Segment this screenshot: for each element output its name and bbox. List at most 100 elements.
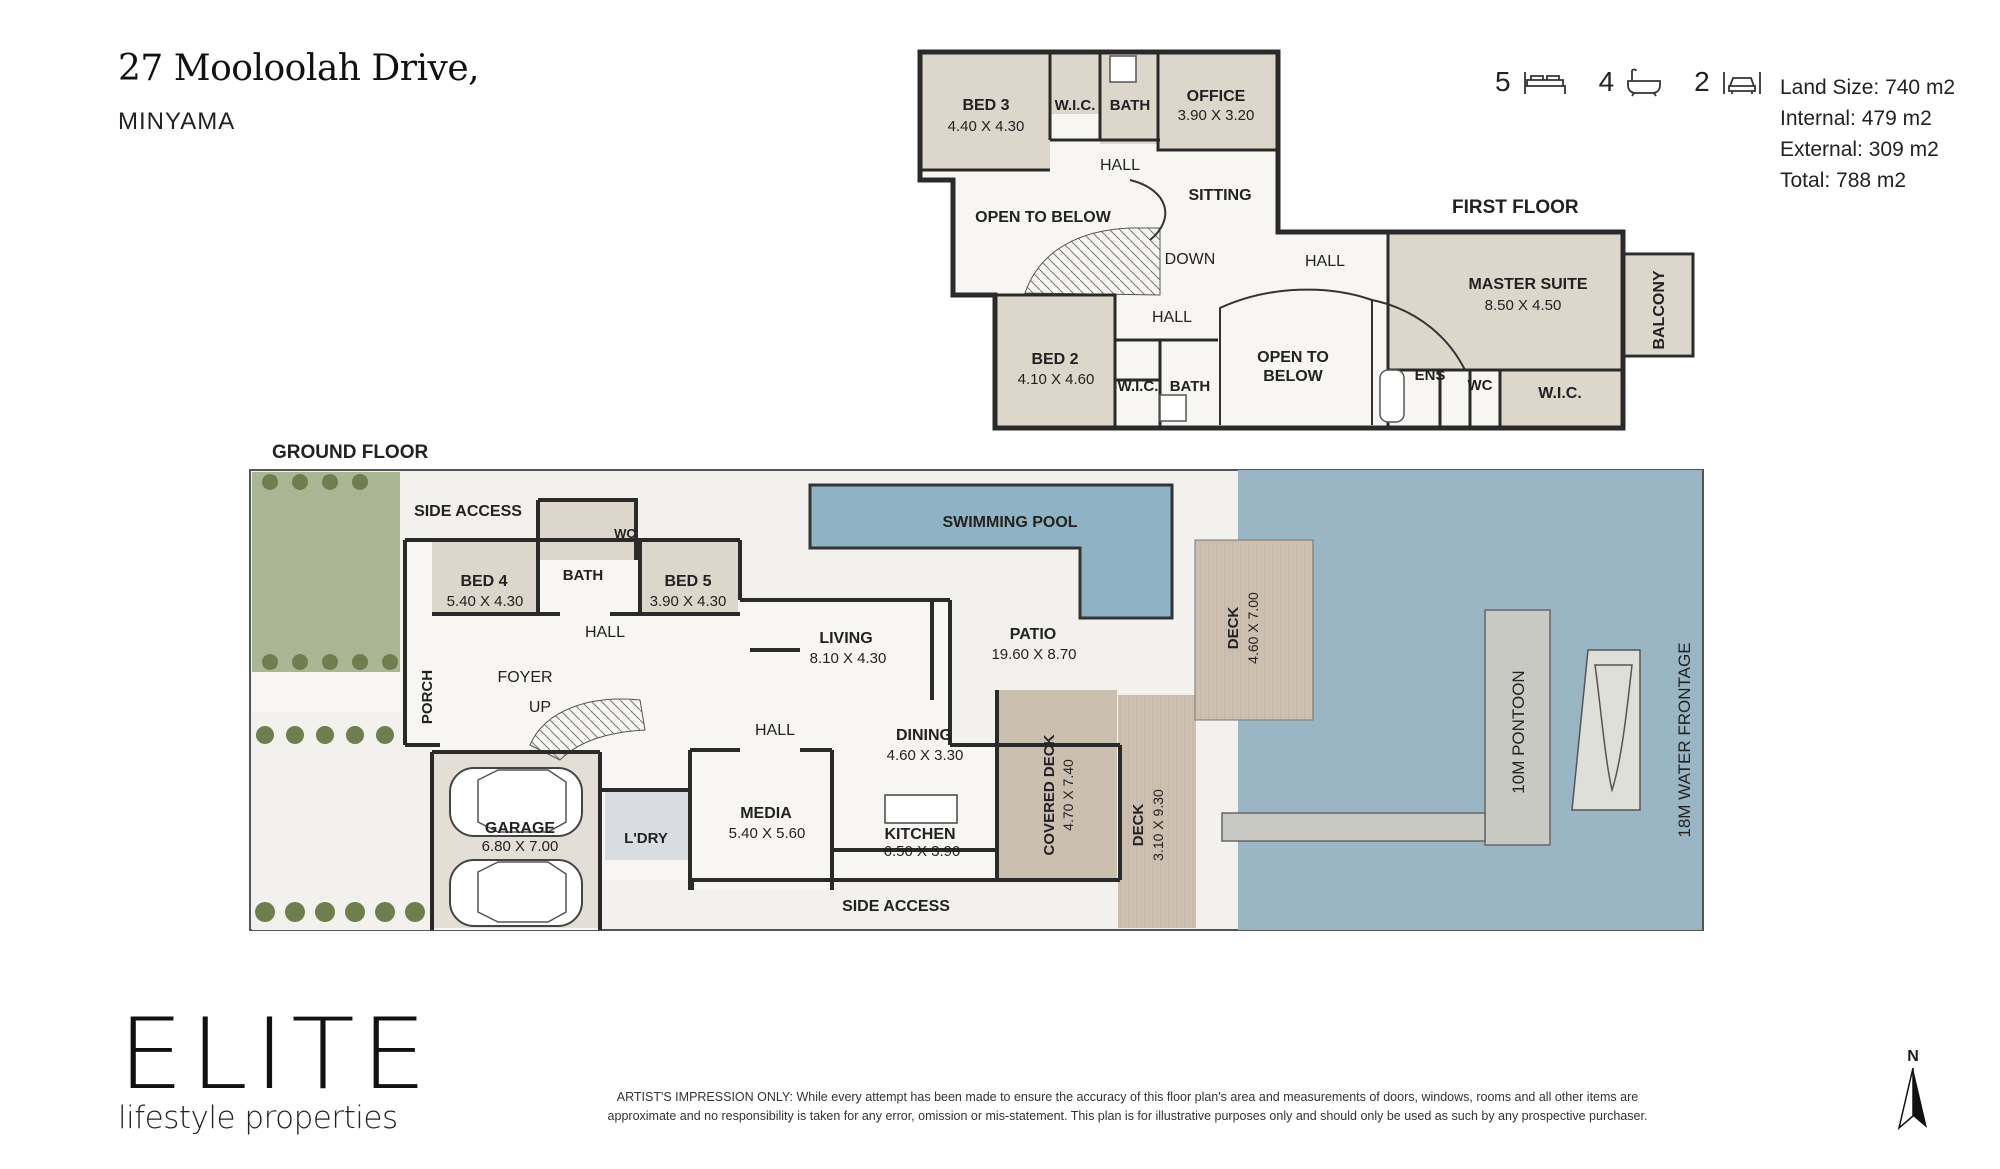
living-label: LIVING bbox=[819, 630, 872, 647]
area-summary: Land Size: 740 m2 Internal: 479 m2 Exter… bbox=[1780, 72, 1955, 196]
logo-subtitle: lifestyle properties bbox=[118, 1100, 398, 1136]
wc-ground-label: WC bbox=[614, 526, 636, 541]
dining-label: DINING bbox=[896, 727, 952, 744]
laundry-label: L'DRY bbox=[624, 830, 668, 847]
bedroom-stat: 5 bbox=[1495, 66, 1567, 98]
north-arrow-icon bbox=[1897, 1067, 1927, 1131]
garage-label: GARAGE bbox=[485, 820, 556, 837]
pontoon-label: 10M PONTOON bbox=[1509, 670, 1528, 793]
patio-dim: 19.60 X 8.70 bbox=[991, 646, 1076, 663]
wic-bottom-label: W.I.C. bbox=[1118, 378, 1159, 395]
hall-ground-label: HALL bbox=[755, 722, 795, 739]
open-to-below-label-1: OPEN TO BELOW bbox=[975, 209, 1112, 226]
sitting-label: SITTING bbox=[1188, 187, 1251, 204]
open-to-below-label-2b: BELOW bbox=[1263, 368, 1323, 385]
hall-right-label: HALL bbox=[1305, 253, 1345, 270]
bed2-label: BED 2 bbox=[1031, 351, 1078, 368]
office-room bbox=[1158, 54, 1276, 149]
lawn-area bbox=[252, 472, 400, 677]
master-suite-dim: 8.50 X 4.50 bbox=[1485, 297, 1562, 314]
media-room bbox=[692, 750, 832, 890]
first-floor-stair bbox=[1024, 227, 1161, 296]
walkway bbox=[1221, 812, 1486, 842]
up-label: UP bbox=[529, 699, 551, 716]
ens-label: ENS bbox=[1415, 367, 1446, 384]
wic-top-label: W.I.C. bbox=[1055, 97, 1096, 114]
ground-floor-title: GROUND FLOOR bbox=[272, 442, 428, 463]
foyer-label: FOYER bbox=[497, 669, 552, 686]
hall-top-label: HALL bbox=[1100, 157, 1140, 174]
pontoon bbox=[1484, 609, 1551, 846]
bed3-room bbox=[922, 54, 1050, 170]
bed5-label: BED 5 bbox=[664, 573, 711, 590]
wic-top-room bbox=[1050, 54, 1100, 114]
hall-beds-label: HALL bbox=[585, 624, 625, 641]
property-address: 27 Mooloolah Drive, bbox=[118, 48, 480, 89]
first-floor-plan: BED 3 4.40 X 4.30 W.I.C. BATH OFFICE 3.9… bbox=[917, 49, 1695, 431]
bed5-room bbox=[640, 542, 738, 614]
bath-bottom-label: BATH bbox=[1170, 378, 1211, 395]
external-area: External: 309 m2 bbox=[1780, 138, 1939, 161]
bath-icon bbox=[1627, 68, 1662, 97]
media-label: MEDIA bbox=[740, 805, 792, 822]
bed3-label: BED 3 bbox=[962, 97, 1009, 114]
swimming-pool-label: SWIMMING POOL bbox=[942, 514, 1077, 531]
bathroom-count: 4 bbox=[1598, 66, 1615, 97]
balcony-area bbox=[1623, 256, 1693, 354]
covered-deck-dim: 4.70 X 7.40 bbox=[1060, 759, 1076, 831]
dining-dim: 4.60 X 3.30 bbox=[887, 747, 964, 764]
balcony-label: BALCONY bbox=[1651, 270, 1668, 349]
water-frontage-label: 18M WATER FRONTAGE bbox=[1675, 642, 1694, 837]
wc-label: WC bbox=[1468, 377, 1493, 394]
swimming-pool bbox=[808, 483, 1174, 620]
master-suite-label: MASTER SUITE bbox=[1468, 276, 1587, 293]
bedroom-count: 5 bbox=[1495, 66, 1511, 97]
feature-stats: 5 4 2 bbox=[1495, 66, 1762, 98]
brand-logo: ELITE lifestyle properties bbox=[118, 1006, 427, 1136]
covered-deck-label: COVERED DECK bbox=[1041, 734, 1058, 855]
deck-upper-label: DECK bbox=[1225, 607, 1242, 650]
ground-floor-walls bbox=[403, 498, 1122, 930]
bed3-dim: 4.40 X 4.30 bbox=[948, 118, 1025, 135]
disclaimer: ARTIST'S IMPRESSION ONLY: While every at… bbox=[520, 1088, 1735, 1126]
side-access-top-label: SIDE ACCESS bbox=[414, 503, 522, 520]
bed5-dim: 3.90 X 4.30 bbox=[650, 593, 727, 610]
property-suburb: MINYAMA bbox=[118, 108, 236, 135]
bathroom-stat: 4 bbox=[1599, 66, 1663, 98]
bed4-label: BED 4 bbox=[460, 573, 507, 590]
car-stat: 2 bbox=[1694, 66, 1762, 98]
disclaimer-line-2: approximate and no responsibility is tak… bbox=[607, 1109, 1648, 1123]
bed2-room bbox=[997, 296, 1115, 426]
kitchen-dim: 6.50 X 3.90 bbox=[884, 843, 961, 860]
car-count: 2 bbox=[1694, 66, 1710, 97]
car-icon bbox=[1722, 72, 1761, 94]
covered-deck bbox=[997, 690, 1117, 880]
deck-lower-label: DECK bbox=[1130, 804, 1147, 847]
first-floor-walls bbox=[917, 49, 1626, 431]
bed4-dim: 5.40 X 4.30 bbox=[447, 593, 524, 610]
bath-ground-label: BATH bbox=[563, 567, 604, 584]
first-floor-title: FIRST FLOOR bbox=[1452, 197, 1579, 218]
ground-floor-plan: GROUND FLOOR bbox=[249, 442, 1704, 931]
media-dim: 5.40 X 5.60 bbox=[729, 825, 806, 842]
deck-lower bbox=[1118, 695, 1196, 928]
garage-dim: 6.80 X 7.00 bbox=[482, 838, 559, 855]
master-wic-label: W.I.C. bbox=[1538, 385, 1582, 402]
deck-upper-over-water bbox=[1194, 539, 1314, 721]
deck-lower-dim: 3.10 X 9.30 bbox=[1150, 789, 1166, 861]
master-suite-room bbox=[1388, 234, 1622, 369]
down-label: DOWN bbox=[1165, 251, 1216, 268]
boat bbox=[1571, 649, 1641, 811]
kitchen-island bbox=[884, 794, 958, 824]
bath-room bbox=[538, 500, 636, 560]
porch-label: PORCH bbox=[419, 670, 436, 724]
bed-icon bbox=[1523, 72, 1566, 94]
hedge-row bbox=[255, 474, 425, 922]
patio-label: PATIO bbox=[1010, 626, 1057, 643]
compass: N bbox=[1895, 1048, 1931, 1137]
bed4-room bbox=[432, 542, 538, 614]
hall-mid-label: HALL bbox=[1152, 309, 1192, 326]
disclaimer-line-1: ARTIST'S IMPRESSION ONLY: While every at… bbox=[616, 1090, 1639, 1104]
kitchen-label: KITCHEN bbox=[884, 826, 955, 843]
